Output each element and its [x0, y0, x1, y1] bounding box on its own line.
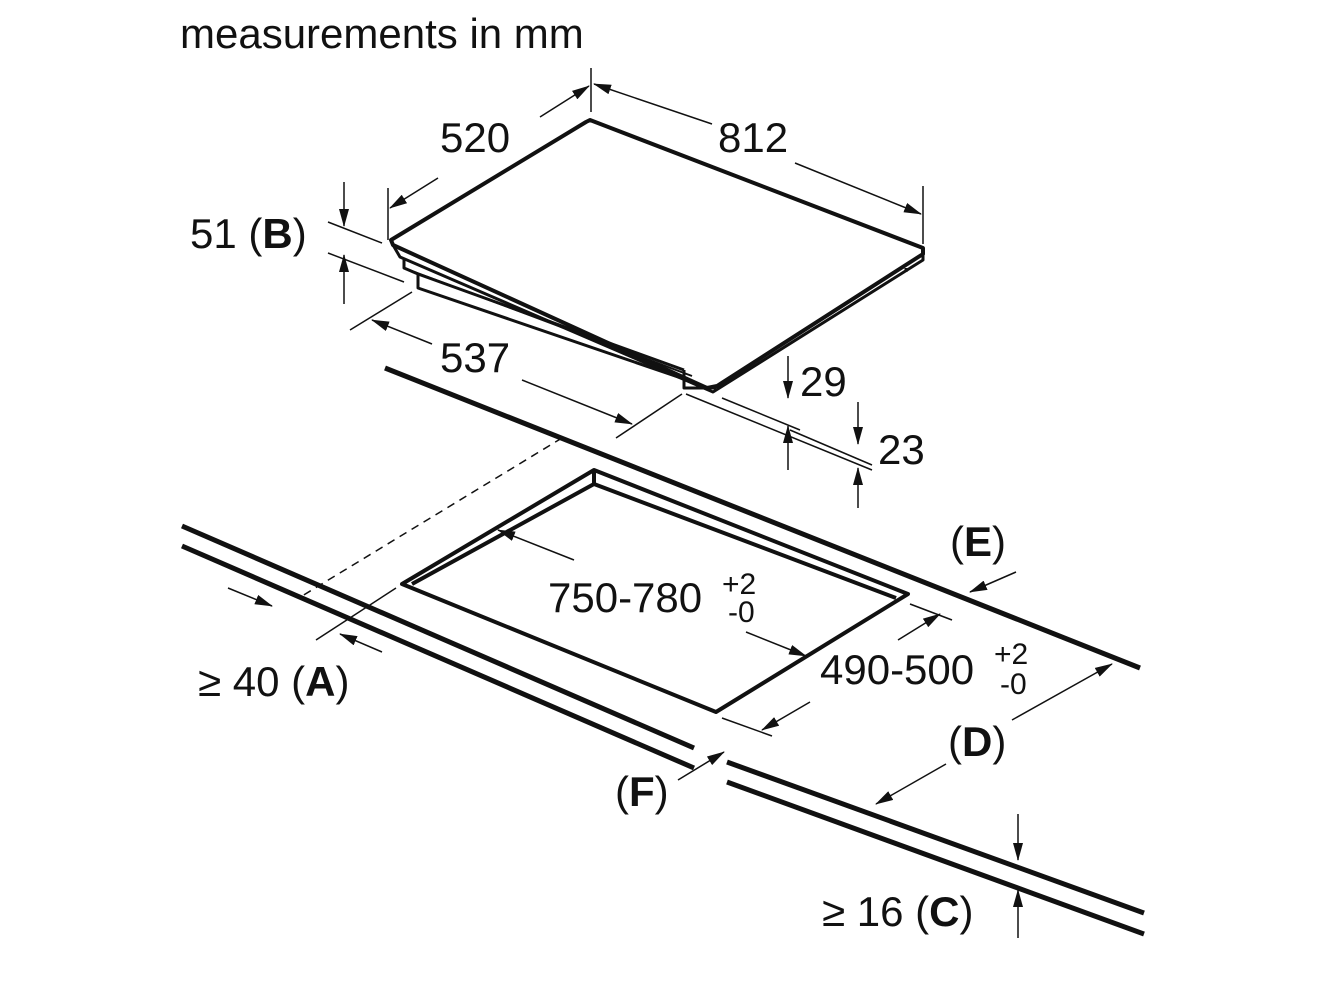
dim-depth-top-label: 520: [440, 114, 510, 161]
dim-cutout-width: [497, 529, 807, 657]
dim-f: [677, 751, 725, 781]
dim-height-total: [327, 182, 405, 304]
dim-d-label: (D): [948, 718, 1006, 765]
dim-width-top: [593, 83, 924, 244]
cooktop-glass-edge: [391, 244, 925, 394]
dim-step-upper: [721, 356, 801, 470]
dim-cutout-depth-label: 490-500: [820, 646, 974, 693]
dim-min-thickness-label: ≥ 16 (C): [822, 888, 973, 935]
worktop-cutout: [400, 468, 910, 714]
dim-cutout-width-tol-plus: +2: [722, 568, 756, 601]
dim-d: [875, 663, 1113, 805]
cooktop-drawing: [389, 118, 925, 394]
dim-height-total-label: 51 (B): [190, 210, 307, 257]
dim-width-top-label: 812: [718, 114, 788, 161]
dim-e-label: (E): [950, 518, 1006, 565]
dim-cutout-width-tol-minus: -0: [728, 596, 755, 629]
caption-text: measurements in mm: [180, 10, 584, 57]
dim-cutout-depth-tol-plus: +2: [994, 638, 1028, 671]
cooktop-glass-top: [389, 118, 925, 390]
dim-min-front-label: ≥ 40 (A): [198, 658, 349, 705]
dim-cutout-depth-tol-minus: -0: [1000, 668, 1027, 701]
dim-width-bottom: [349, 291, 683, 439]
cooktop-housing: [402, 258, 908, 390]
dim-f-label: (F): [615, 768, 669, 815]
dim-width-bottom-label: 537: [440, 334, 510, 381]
dim-cutout-depth: [721, 603, 953, 737]
dim-step-upper-label: 29: [800, 358, 847, 405]
worktop: [181, 365, 1145, 937]
dim-e: [969, 571, 1017, 593]
dim-depth-top: [387, 68, 592, 240]
dim-min-front: [227, 587, 397, 653]
dim-step-lower-label: 23: [878, 426, 925, 473]
dim-cutout-width-label: 750-780: [548, 574, 702, 621]
dim-step-lower: [685, 393, 873, 508]
